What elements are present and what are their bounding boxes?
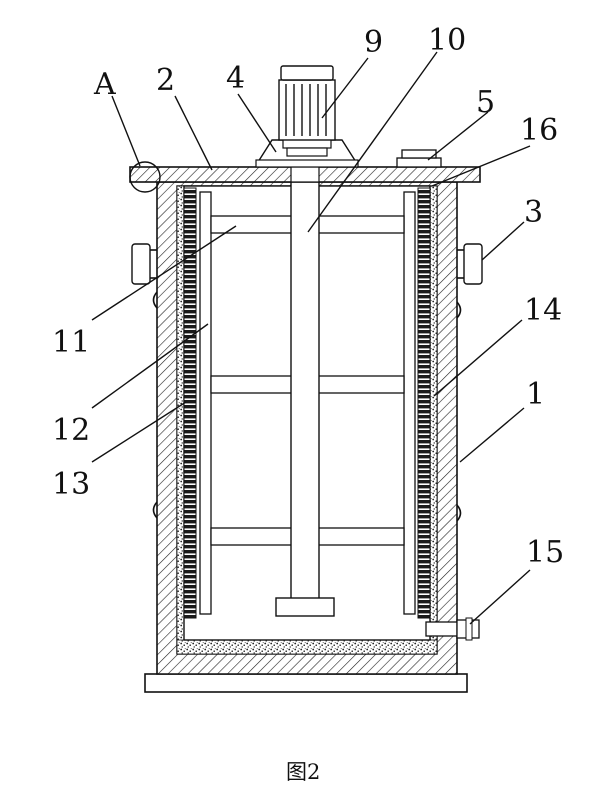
stirring-shaft: [275, 167, 335, 617]
part-labels: A 2 4 9 10 5 16 3 11 14 1 12 13 15: [52, 23, 564, 570]
figure-caption: 图2: [286, 760, 320, 784]
label-13: 13: [52, 467, 90, 502]
motor-assembly: [255, 65, 359, 168]
label-1: 1: [526, 377, 545, 412]
base-plate: [144, 673, 468, 693]
label-3: 3: [524, 195, 543, 230]
leader-lines: [91, 51, 531, 625]
scraper-frame: [199, 191, 416, 615]
label-11: 11: [52, 325, 90, 360]
label-10: 10: [428, 23, 466, 58]
outlet-valve: [425, 617, 480, 641]
label-15: 15: [526, 535, 564, 570]
feed-port: [396, 149, 442, 168]
detail-circle-A: [129, 161, 161, 193]
label-5: 5: [476, 85, 495, 120]
label-12: 12: [52, 413, 90, 448]
heating-strips: [183, 187, 431, 619]
lid: [129, 166, 481, 183]
handles: [131, 243, 483, 285]
label-14: 14: [524, 293, 562, 328]
label-9: 9: [364, 25, 383, 60]
label-A: A: [93, 67, 116, 102]
label-4: 4: [226, 61, 245, 96]
label-16: 16: [520, 113, 558, 148]
label-2: 2: [156, 63, 175, 98]
